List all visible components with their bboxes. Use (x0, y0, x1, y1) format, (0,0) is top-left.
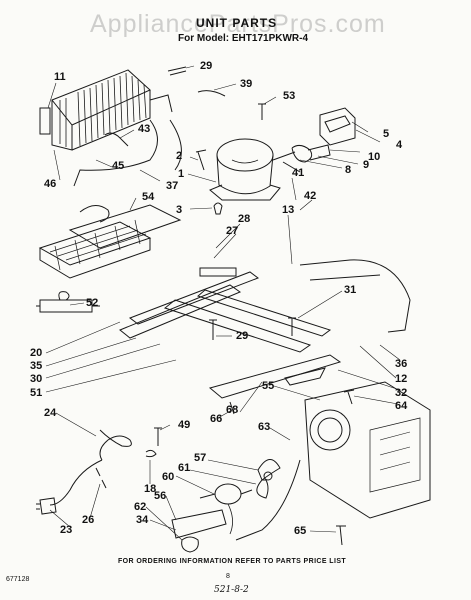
callout-42: 42 (304, 190, 317, 202)
fan-motor-60 (199, 483, 253, 535)
callout-31: 31 (344, 284, 357, 296)
callout-66: 66 (210, 413, 223, 425)
callout-29-mid: 29 (236, 330, 249, 342)
callout-12: 12 (395, 373, 408, 385)
relay-assembly (282, 107, 356, 173)
callout-35: 35 (30, 360, 43, 372)
document-number: 677128 (6, 576, 30, 583)
callout-4: 4 (396, 139, 403, 151)
callout-68: 68 (226, 404, 239, 416)
tube-37b (169, 119, 182, 171)
callout-32: 32 (395, 387, 408, 399)
grommet-62 (181, 536, 199, 553)
screw-53 (258, 103, 266, 120)
tube-12 (309, 274, 381, 281)
screw-65 (336, 525, 346, 546)
callout-64: 64 (395, 400, 408, 412)
callout-24: 24 (44, 407, 57, 419)
screw-66 (229, 401, 235, 415)
callout-65: 65 (294, 525, 307, 537)
screw-2 (195, 149, 207, 171)
screws-23-26 (95, 467, 107, 489)
tube-37 (73, 119, 158, 187)
callout-8: 8 (345, 164, 352, 176)
callout-27: 27 (226, 225, 239, 237)
callout-18: 18 (144, 483, 157, 495)
callout-45: 45 (112, 160, 125, 172)
callout-9: 9 (363, 159, 370, 171)
callout-57: 57 (194, 452, 207, 464)
callout-53: 53 (283, 90, 296, 102)
motor-bracket-56 (171, 509, 227, 539)
callout-61: 61 (178, 462, 191, 474)
diagram-title: UNIT PARTS (196, 16, 278, 30)
screw-64 (343, 389, 355, 405)
heater-52 (36, 291, 100, 313)
callout-41: 41 (292, 167, 305, 179)
callout-56: 56 (154, 490, 167, 502)
callout-46: 46 (44, 178, 57, 190)
callout-52: 52 (86, 297, 99, 309)
evaporator-drawing (38, 204, 182, 279)
clip-18 (145, 449, 157, 458)
callout-51: 51 (30, 387, 43, 399)
callout-29-top: 29 (200, 60, 213, 72)
wire-39 (197, 90, 226, 97)
callout-36: 36 (395, 358, 408, 370)
callout-10: 10 (368, 151, 381, 163)
callout-3: 3 (176, 204, 183, 216)
frame-rails (119, 267, 332, 353)
callout-2: 2 (176, 150, 183, 162)
callout-23: 23 (60, 524, 73, 536)
callout-62: 62 (134, 501, 147, 513)
fan-shroud-55 (304, 381, 431, 519)
callout-30: 30 (30, 373, 43, 385)
callout-11: 11 (54, 71, 66, 83)
callout-28: 28 (238, 213, 251, 225)
model-label: For Model: EHT171PKWR-4 (178, 33, 309, 44)
callout-20: 20 (30, 347, 43, 359)
bracket-68 (284, 367, 326, 386)
callout-63: 63 (258, 421, 271, 433)
handwritten-note: 521-8-2 (214, 585, 249, 595)
page-number: 8 (226, 573, 230, 580)
screw-49 (154, 427, 162, 446)
callout-54: 54 (142, 191, 155, 203)
callout-55: 55 (262, 380, 275, 392)
callout-26: 26 (82, 514, 95, 526)
leader-lines (45, 65, 401, 541)
ordering-note: FOR ORDERING INFORMATION REFER TO PARTS … (118, 558, 347, 565)
wire-harness (235, 459, 301, 541)
power-cord-24 (36, 429, 132, 515)
callout-49: 49 (178, 419, 191, 431)
drain-tube-36 (299, 259, 411, 333)
callout-39: 39 (240, 78, 253, 90)
watermark: AppliancePartsPros.com (90, 10, 386, 38)
screw-29-top (167, 66, 187, 76)
callout-37: 37 (166, 180, 179, 192)
condenser-drawing (39, 69, 173, 151)
callout-5: 5 (383, 128, 390, 140)
fan-blade-61 (256, 459, 281, 499)
callout-1: 1 (178, 168, 185, 180)
grommet-3 (213, 202, 223, 215)
callout-13: 13 (282, 204, 295, 216)
compressor-drawing (209, 138, 296, 201)
bracket-32 (208, 354, 342, 399)
callout-34: 34 (136, 514, 149, 526)
callout-43: 43 (138, 123, 151, 135)
callout-60: 60 (162, 471, 175, 483)
